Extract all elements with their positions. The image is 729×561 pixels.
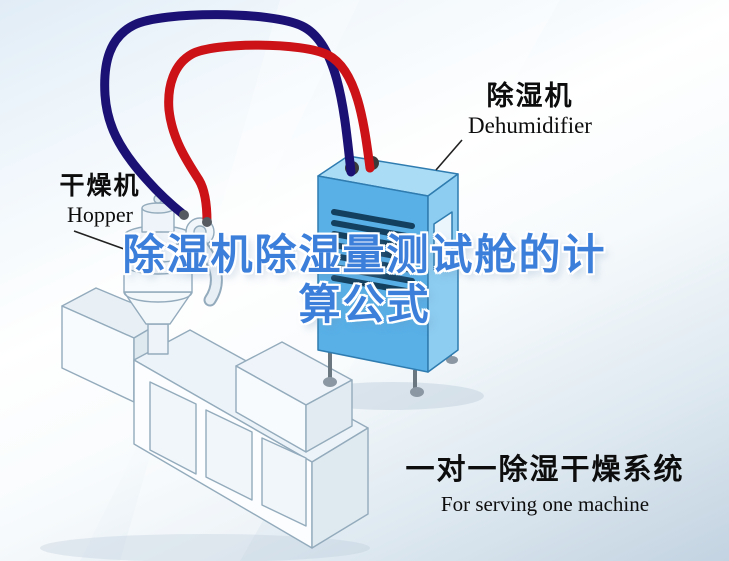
dehumidifier-label: 除湿机 Dehumidifier <box>430 74 630 139</box>
pipe-red <box>164 40 375 227</box>
hopper-label-en: Hopper <box>67 202 133 227</box>
dehumidifier-pointer-line <box>435 139 463 171</box>
hopper-illustration <box>123 194 223 355</box>
vent-grille <box>331 209 415 295</box>
system-caption: 一对一除湿干燥系统 For serving one machine <box>375 446 715 517</box>
hopper-pointer-line <box>73 230 125 250</box>
page-title-line1: 除湿机除湿量测试舱的计 <box>122 231 607 278</box>
extruder-machine <box>61 287 369 549</box>
hopper-label-zh: 干燥机 <box>59 172 141 200</box>
brand-dot <box>396 314 404 322</box>
system-caption-en: For serving one machine <box>440 492 650 516</box>
extruder-shadow <box>40 534 370 561</box>
red-hose-coupling <box>202 217 212 227</box>
page-title-line2: 算公式 <box>298 281 431 328</box>
page-title: 除湿机除湿量测试舱的计 算公式 <box>0 230 729 330</box>
dehumidifier-label-zh: 除湿机 <box>486 81 574 111</box>
system-caption-zh: 一对一除湿干燥系统 <box>405 454 685 486</box>
navy-hose-coupling <box>179 210 189 220</box>
dehumidifier-label-en: Dehumidifier <box>468 113 592 138</box>
hopper-label: 干燥机 Hopper <box>36 166 164 228</box>
